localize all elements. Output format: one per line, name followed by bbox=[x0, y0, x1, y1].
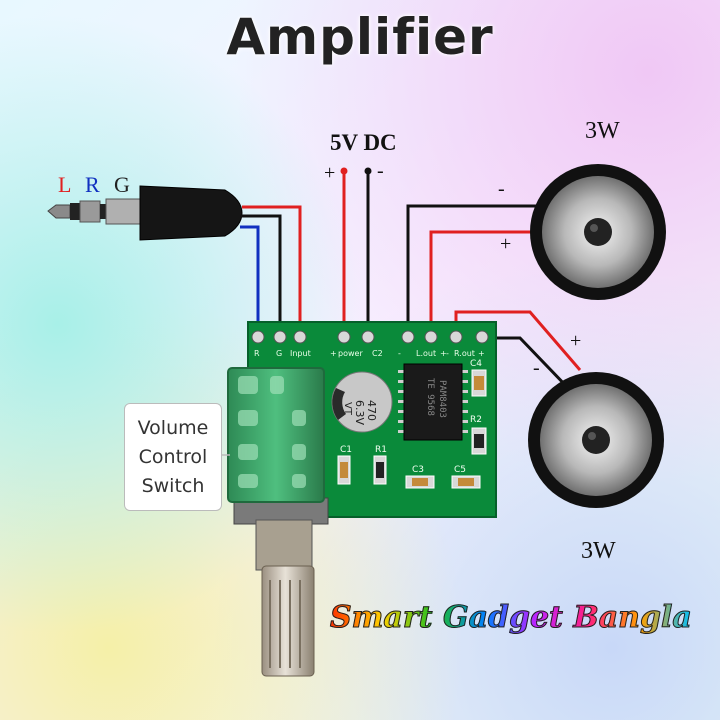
cap-brand: VT bbox=[342, 402, 353, 416]
pin-label-rout: R.out bbox=[454, 349, 475, 358]
speaker-top-label: 3W bbox=[585, 118, 620, 144]
pin-label-rout-plus: + bbox=[478, 349, 485, 358]
speaker-bottom-label: 3W bbox=[581, 538, 616, 564]
brand-logo: Smart Gadget Bangla bbox=[330, 600, 693, 636]
power-label: 5V DC bbox=[330, 130, 397, 155]
c4-label: C4 bbox=[470, 359, 482, 369]
pam8403-chip: PAM8403 TE 9568 bbox=[398, 363, 468, 441]
pin-label-lout-minus: - bbox=[398, 349, 401, 358]
power-plus-sign: + bbox=[324, 162, 336, 184]
power-minus-sign: - bbox=[377, 160, 384, 182]
r2-label: R2 bbox=[470, 415, 482, 425]
pin-label-lout-plus: + bbox=[440, 349, 447, 358]
volume-control-box: Volume Control Switch bbox=[124, 403, 222, 511]
speaker-top-minus: - bbox=[498, 178, 505, 200]
chip-model: PAM8403 bbox=[437, 380, 447, 418]
c1-label: C1 bbox=[340, 445, 352, 455]
power-plus-dot bbox=[340, 167, 348, 175]
pin-label-c2: C2 bbox=[372, 349, 383, 358]
volume-line-2: Control bbox=[138, 446, 208, 468]
pin-label-lout: L.out bbox=[416, 349, 436, 358]
volume-line-3: Switch bbox=[141, 475, 205, 497]
speaker-top bbox=[530, 164, 666, 300]
electrolytic-capacitor: 470 6.3V VT bbox=[331, 371, 393, 433]
c5-label: C5 bbox=[454, 465, 466, 475]
jack-label-r: R bbox=[85, 172, 100, 197]
pin-label-input: Input bbox=[290, 349, 311, 358]
power-minus-dot bbox=[364, 167, 372, 175]
pcb-pads bbox=[251, 330, 489, 344]
page-title: Amplifier bbox=[226, 8, 494, 66]
volume-potentiometer bbox=[227, 367, 329, 677]
volume-line-1: Volume bbox=[137, 417, 209, 439]
speaker-bottom-minus: - bbox=[533, 357, 540, 379]
cap-value: 470 bbox=[365, 400, 378, 421]
speaker-top-plus: + bbox=[500, 233, 512, 255]
jack-label-g: G bbox=[114, 172, 130, 197]
chip-code: TE 9568 bbox=[425, 378, 435, 416]
jack-wires bbox=[240, 205, 302, 332]
cap-voltage: 6.3V bbox=[353, 400, 366, 425]
audio-jack bbox=[47, 185, 243, 241]
c3-label: C3 bbox=[412, 465, 424, 475]
jack-label-l: L bbox=[58, 172, 72, 197]
pin-label-g: G bbox=[276, 349, 282, 358]
speaker-bottom-plus: + bbox=[570, 330, 582, 352]
power-wires bbox=[342, 172, 370, 332]
pin-label-rout-minus: - bbox=[446, 349, 449, 358]
speaker-bottom bbox=[528, 372, 664, 508]
r1-label: R1 bbox=[375, 445, 387, 455]
pin-label-r: R bbox=[254, 349, 260, 358]
pin-label-power-plus: + bbox=[330, 349, 337, 358]
pin-label-power: power bbox=[338, 349, 363, 358]
